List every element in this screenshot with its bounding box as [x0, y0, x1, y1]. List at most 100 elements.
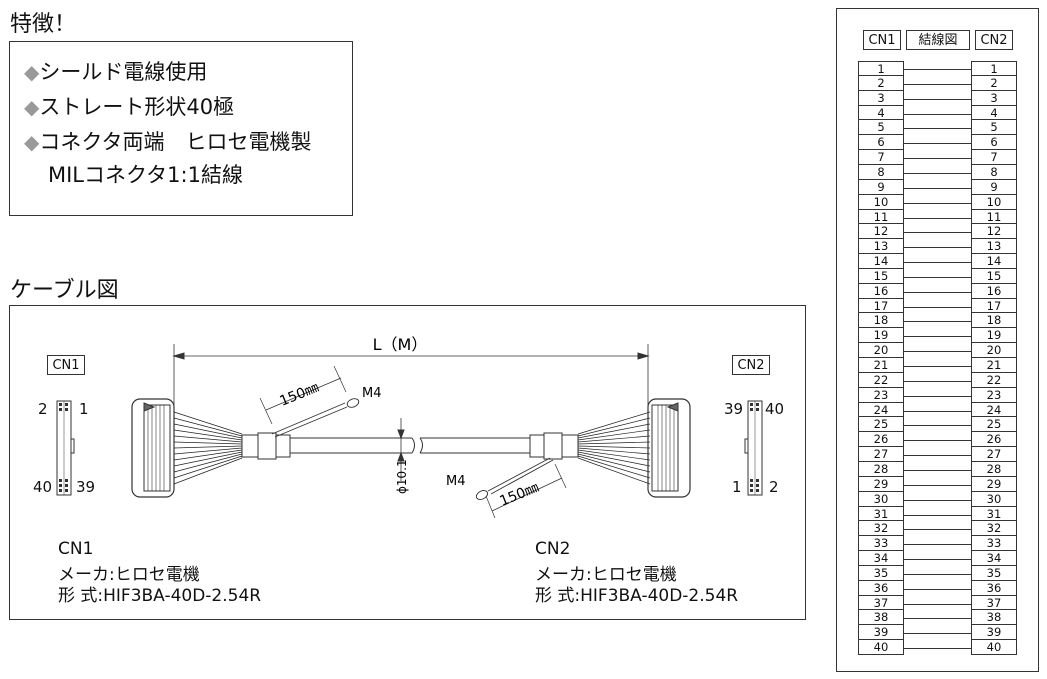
cn2-pin-cell: 23 [971, 387, 1017, 403]
cn1-pin-cell: 40 [858, 640, 904, 656]
wire-line [904, 69, 971, 70]
cn1-pin-cell: 15 [858, 268, 904, 284]
features-box: ◆シールド電線使用 ◆ストレート形状40極 ◆コネクタ両端 ヒロセ電機製 MIL… [9, 41, 353, 216]
cn1-pin-cell: 17 [858, 298, 904, 314]
cn1-pin-cell: 26 [858, 432, 904, 448]
diamond-bullet-icon: ◆ [24, 130, 40, 154]
wire-line [904, 514, 971, 516]
cn2-pin-cell: 17 [971, 298, 1017, 314]
wire-line [904, 351, 971, 353]
cn1-pin-cell: 20 [858, 343, 904, 359]
cn1-pin-cell: 14 [858, 254, 904, 269]
wire-line [904, 306, 971, 308]
features-title: 特徴！ [10, 12, 77, 37]
cn2-pin-label: 39 [724, 400, 744, 418]
cn2-pin-cell: 22 [971, 372, 1017, 388]
cn2-pin-cell: 10 [971, 194, 1017, 210]
cn2-pin-cell: 8 [971, 164, 1017, 180]
cn2-pin-cell: 28 [971, 461, 1017, 477]
cn1-info-maker: メーカ:ヒロセ電機 [58, 565, 200, 585]
cn2-pin-cell: 33 [971, 536, 1017, 552]
cn1-pin-cell: 24 [858, 402, 904, 418]
cn1-pin-cell: 28 [858, 461, 904, 477]
cn1-sleeve [241, 432, 291, 460]
cn2-pin-label: 1 [732, 478, 742, 496]
wire-line [904, 559, 971, 561]
cn2-pin-cell: 12 [971, 224, 1017, 240]
cn2-tag: CN2 [732, 355, 770, 375]
m4-label-2: M4 [446, 474, 466, 489]
cn2-pin-cell: 39 [971, 625, 1017, 641]
cn2-pin-cell: 25 [971, 417, 1017, 433]
cn1-pin-cell: 33 [858, 536, 904, 552]
ground-wire-2 [475, 457, 567, 519]
cn1-connector-body [131, 398, 175, 498]
cn2-pin-cell: 24 [971, 402, 1017, 418]
wire-line [904, 425, 971, 427]
cn1-pin-cell: 5 [858, 120, 904, 136]
cn2-pin-cell: 19 [971, 328, 1017, 344]
wire-line [904, 143, 971, 145]
cn1-pin-cell: 13 [858, 239, 904, 255]
wire-line [904, 158, 971, 160]
cn1-pin-cell: 29 [858, 476, 904, 492]
feature-item: ◆コネクタ両端 ヒロセ電機製 [24, 130, 312, 154]
wiring-cn1-header: CN1 [863, 30, 901, 50]
wire-line [904, 455, 971, 457]
ground-length-label-1: 150㎜ [278, 380, 322, 410]
cn2-connector-body [647, 398, 691, 498]
cn1-pin-cell: 21 [858, 358, 904, 373]
cn2-pin-cell: 7 [971, 150, 1017, 165]
cable-title: ケーブル図 [10, 278, 119, 303]
wire-line [904, 395, 971, 397]
cn1-pin-cell: 37 [858, 595, 904, 611]
wire-line [904, 232, 971, 234]
cn2-pin-cell: 13 [971, 239, 1017, 255]
wire-line [904, 588, 971, 590]
wire-line [904, 217, 971, 219]
wire-line [904, 484, 971, 486]
cn1-pin-cell: 31 [858, 506, 904, 522]
cn1-pin-cell: 34 [858, 551, 904, 566]
cn2-pin-cell: 18 [971, 313, 1017, 329]
cable-main [290, 437, 542, 454]
wire-line [904, 291, 971, 293]
diamond-bullet-icon: ◆ [24, 95, 40, 119]
wire-line [904, 380, 971, 382]
wire-line [904, 603, 971, 605]
cn1-face-view [56, 400, 75, 496]
wire-line [904, 648, 971, 650]
cn2-pin-cell: 3 [971, 90, 1017, 106]
wire-line [904, 618, 971, 620]
cn2-pin-cell: 34 [971, 551, 1017, 566]
cn2-pin-cell: 6 [971, 135, 1017, 151]
cn2-pin-cell: 20 [971, 343, 1017, 359]
cn2-sleeve [529, 432, 579, 460]
cn2-pin-cell: 38 [971, 610, 1017, 626]
cn1-pin-label: 39 [76, 478, 96, 496]
cn2-pin-cell: 35 [971, 565, 1017, 581]
wire-line [904, 172, 971, 174]
wiring-cn2-header: CN2 [975, 30, 1013, 50]
cn2-pin-cell: 32 [971, 521, 1017, 537]
wire-line [904, 113, 971, 115]
cn1-pin-cell: 8 [858, 164, 904, 180]
cn1-pin-cell: 22 [858, 372, 904, 388]
wire-line [904, 321, 971, 323]
cn2-pin-cell: 26 [971, 432, 1017, 448]
wire-line [904, 544, 971, 546]
cn2-pin-cell: 2 [971, 75, 1017, 91]
ground-wire-1 [259, 365, 360, 438]
diameter-label: ϕ10.1 [395, 459, 409, 494]
cn2-pin-cell: 9 [971, 179, 1017, 195]
cn1-pin-cell: 7 [858, 150, 904, 165]
wire-line [904, 469, 971, 471]
cn1-pin-cell: 30 [858, 491, 904, 507]
cn1-pin-cell: 35 [858, 565, 904, 581]
cable-diagram-box: L（M） [9, 305, 806, 620]
wire-line [904, 187, 971, 189]
cn1-pin-cell: 16 [858, 283, 904, 299]
cn1-pin-cell: 27 [858, 447, 904, 462]
cn2-pin-cell: 30 [971, 491, 1017, 507]
